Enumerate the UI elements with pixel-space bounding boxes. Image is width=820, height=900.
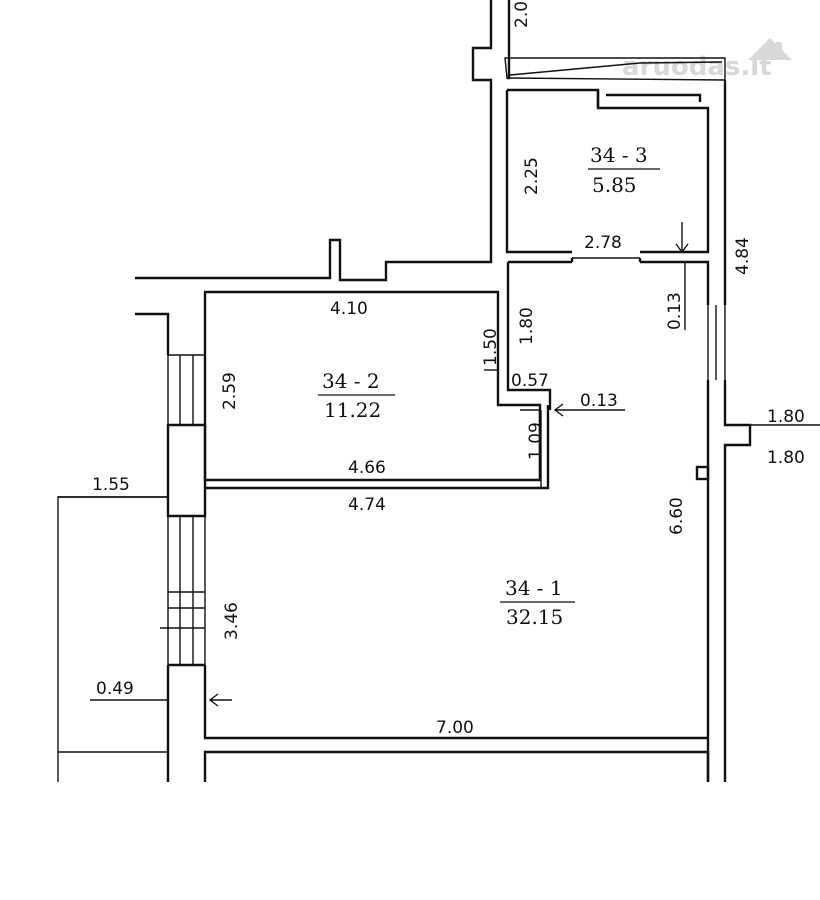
entrance-door-swing (509, 61, 723, 76)
room-id: 34 - 3 (590, 143, 648, 167)
dim-right-outer: 4.84 (733, 237, 753, 275)
wall-outer-right-lower (706, 380, 752, 782)
walls (57, 0, 752, 782)
dim-r3-height: 2.25 (522, 157, 542, 195)
wall-bottom (203, 750, 710, 782)
dim-r1-bottom: 7.00 (436, 718, 474, 738)
wall-outer-upper-left (135, 0, 493, 282)
arrow-013a (675, 222, 689, 254)
window-right (707, 305, 726, 380)
room-id: 34 - 1 (505, 576, 563, 600)
dimension-markers (58, 222, 820, 707)
dim-049: 0.49 (96, 679, 134, 699)
arrow-013b (553, 403, 625, 417)
dim-r2-bottom: 4.66 (348, 458, 386, 478)
dim-top-edge: 2.0 (512, 1, 532, 28)
dim-balcony-width: 1.55 (92, 475, 130, 495)
dim-outer-right-b: 1.80 (767, 448, 805, 468)
room-34-1-label: 34 - 1 32.15 (500, 576, 575, 629)
room-34-2-label: 34 - 2 11.22 (318, 369, 395, 422)
room-area: 5.85 (592, 173, 637, 197)
wall-r1-r2-partition (506, 262, 552, 410)
wall-entrance-right (507, 0, 511, 80)
wall-r3-outer (507, 88, 710, 254)
watermark-house-icon (748, 38, 792, 60)
arrow-049 (90, 693, 232, 707)
window-left-lower (160, 516, 206, 665)
room-area: 32.15 (506, 605, 563, 629)
room-area: 11.22 (324, 398, 381, 422)
dim-180: 1.80 (517, 307, 537, 345)
dim-109: 1.09 (526, 422, 546, 460)
dim-r2-top: 4.10 (330, 299, 368, 319)
dimension-labels: 2.0 2.25 2.78 4.84 0.13 4.10 1.50 1.80 2… (92, 1, 805, 738)
dim-r3-width: 2.78 (584, 233, 622, 253)
dim-013b: 0.13 (580, 391, 618, 411)
dim-outer-right-a: 1.80 (767, 407, 805, 427)
dim-013a: 0.13 (665, 292, 685, 330)
dim-r2-left: 2.59 (220, 372, 240, 410)
wall-r3-left (505, 90, 600, 254)
wall-r3-niche (606, 93, 702, 102)
wall-left-pier (166, 423, 207, 518)
balcony-outline (57, 496, 168, 782)
dim-057: 0.57 (511, 371, 549, 391)
watermark: aruodas.lt (622, 52, 772, 82)
room-34-3-label: 34 - 3 5.85 (588, 143, 660, 197)
dim-r1-right: 6.60 (667, 497, 687, 535)
window-left-upper (167, 354, 206, 425)
column-right (695, 465, 710, 481)
wall-outer-left-lower (166, 665, 708, 782)
room-id: 34 - 2 (322, 369, 380, 393)
wall-outer-left-top (135, 312, 170, 355)
dim-r1-left: 3.46 (222, 602, 242, 640)
wall-r1-upper (205, 405, 550, 490)
dim-150: 1.50 (481, 328, 501, 366)
dim-r1-top: 4.74 (348, 495, 386, 515)
